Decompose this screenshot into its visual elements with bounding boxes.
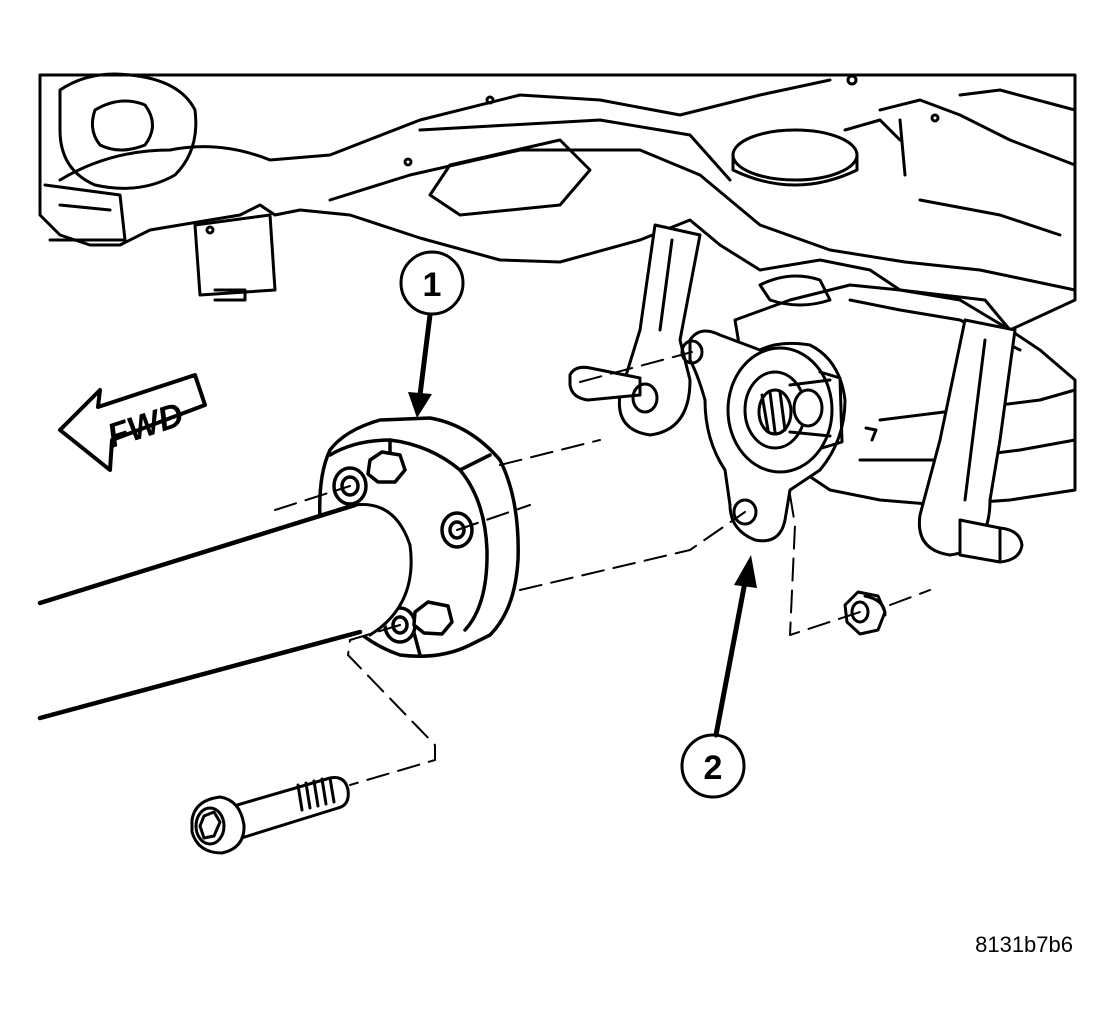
suspension-link-right [917,318,1024,564]
callout-1-number: 1 [423,266,442,304]
pinion-companion-flange [680,329,847,543]
suspension-link-left [568,223,702,437]
callout-1: 1 [399,250,465,418]
callout-1-arrowhead [408,392,432,418]
figure-id: 8131b7b6 [975,932,1073,957]
callout-2-number: 2 [704,749,723,787]
alignment-dashed-lines [274,351,931,786]
rear-crossmember [38,72,1077,332]
propeller-shaft [37,502,413,721]
coupler-bolt [190,776,350,855]
flange-nut [843,590,887,636]
fwd-direction-arrow: FWD [58,373,207,472]
callout-2-arrowhead [734,555,757,588]
callout-2: 2 [680,555,757,799]
